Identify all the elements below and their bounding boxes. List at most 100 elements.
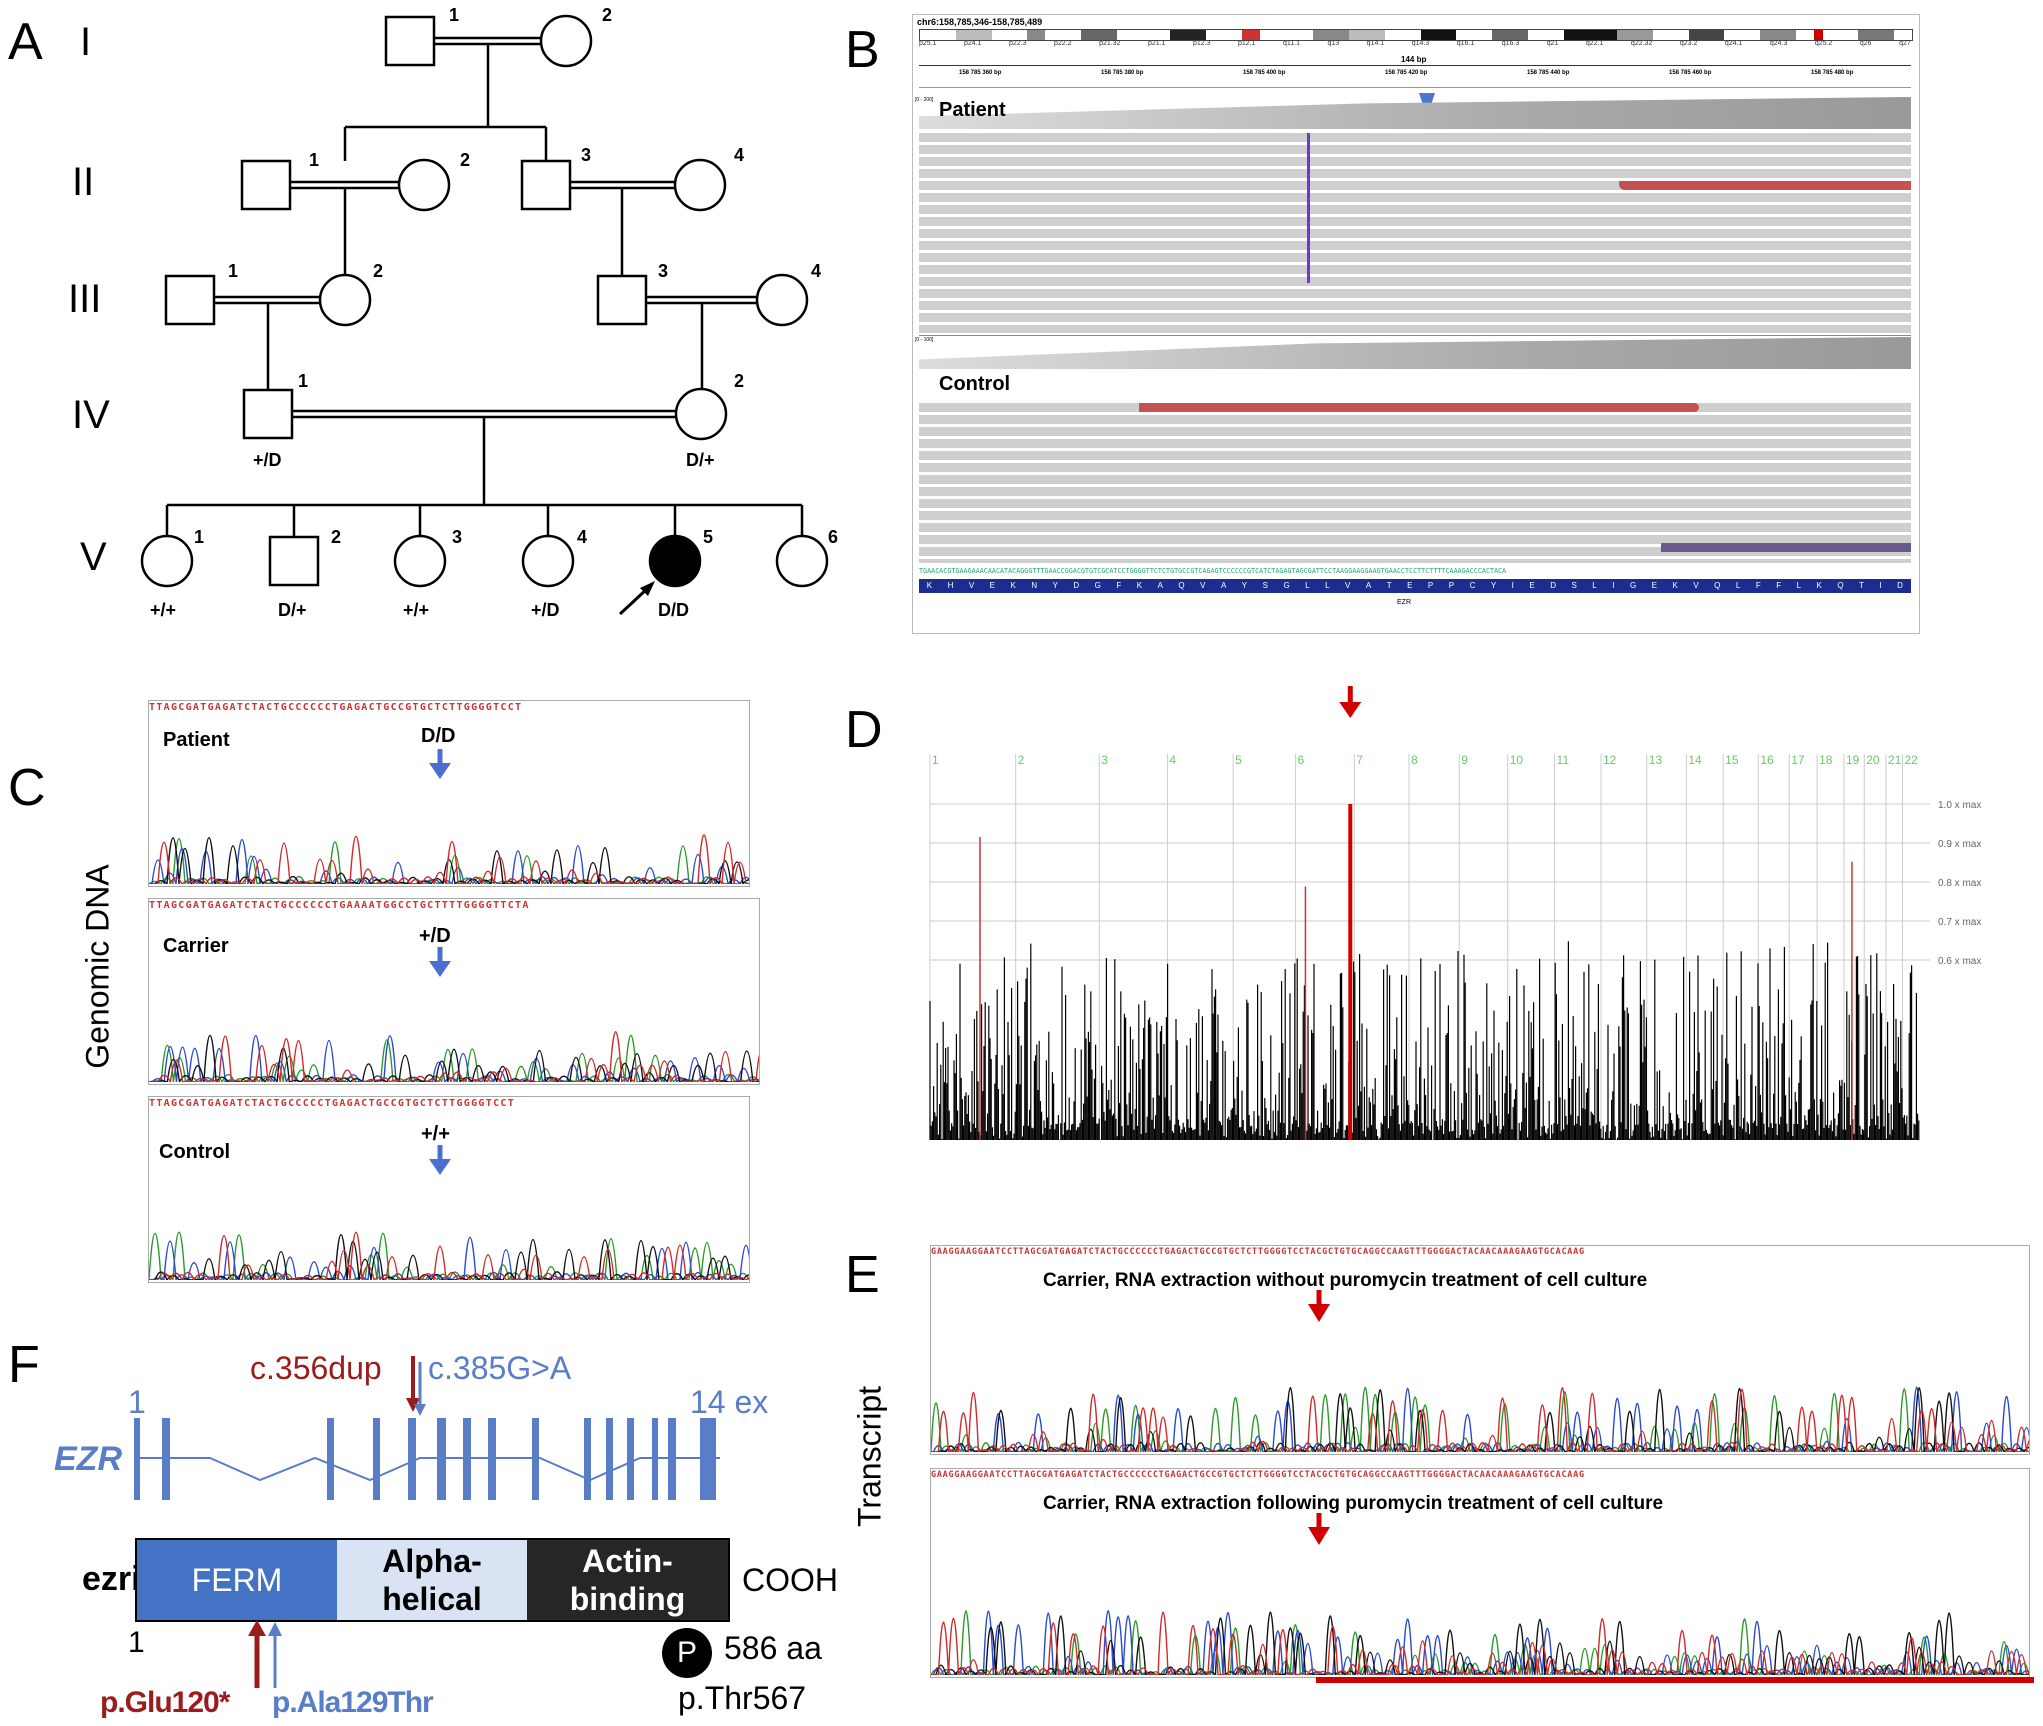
amino-acid: D <box>1550 581 1556 590</box>
band-label: q24.3 <box>1769 40 1788 47</box>
amino-acid: D <box>1897 581 1903 590</box>
band-label: q25.2 <box>1814 40 1833 47</box>
panel-letter-d: D <box>845 701 883 759</box>
amino-acid: K <box>1816 581 1822 590</box>
ind-num: 3 <box>452 527 463 547</box>
gen-label-v: V <box>80 535 107 579</box>
ind-num: 5 <box>703 527 714 547</box>
amino-acid: V <box>1345 581 1351 590</box>
chromosome-label: 1 <box>932 753 939 767</box>
chromatogram-trace <box>149 1031 759 1082</box>
band-label: p25.1 <box>919 40 937 47</box>
ind-num: 1 <box>228 261 239 281</box>
amino-acid: N <box>1031 581 1038 590</box>
chromatogram <box>931 1386 2029 1452</box>
ind-num: 2 <box>734 371 745 391</box>
ind-num: 1 <box>309 150 320 170</box>
chromatogram-trace <box>149 1233 749 1280</box>
ind-num: 2 <box>373 261 384 281</box>
trace-sequence: TTAGCGATGAGATCTACTGCCCCCCTGAAAATGGCCTGCT… <box>149 900 530 911</box>
gene-label: EZR <box>1397 599 1411 606</box>
band-label: q14.1 <box>1366 40 1385 47</box>
protein-mutation-arrows <box>248 1620 282 1688</box>
genotype-label: +/+ <box>150 600 177 620</box>
genotype-label: +/D <box>531 600 560 620</box>
peak-arrow <box>1339 686 1362 718</box>
panel-letter-a: A <box>8 13 43 71</box>
chromatogram <box>149 834 749 884</box>
amino-acid: Y <box>1241 581 1248 590</box>
panel-letter-c: C <box>8 759 46 817</box>
chromosome-label: 7 <box>1356 753 1363 767</box>
mutation-missense-label: c.385G>A <box>428 1350 572 1386</box>
protein-missense-label: p.Ala129Thr <box>272 1686 434 1719</box>
ind-num: 6 <box>828 527 839 547</box>
amino-acid: K <box>1672 581 1678 590</box>
position-tick: 158 785 360 bp <box>959 70 1002 76</box>
genotype-label: +/+ <box>403 600 430 620</box>
position-tick: 158 785 460 bp <box>1669 70 1712 76</box>
gen-label-iii: III <box>68 277 102 321</box>
exon-start-label: 1 <box>128 1384 146 1420</box>
ind-num: 2 <box>460 150 471 170</box>
amino-acid: I <box>1511 581 1514 590</box>
trace-sequence: TTAGCGATGAGATCTACTGCCCCCTGAGACTGCCGTGCTC… <box>149 1098 516 1109</box>
gen-label-i: I <box>80 20 92 64</box>
chromosome-label: 2 <box>1018 753 1025 767</box>
amino-acid: D <box>1073 581 1080 590</box>
position-tick: 158 785 380 bp <box>1101 70 1144 76</box>
amino-acid: V <box>1693 581 1699 590</box>
reads-control <box>919 403 1911 563</box>
chromosome-label: 17 <box>1791 753 1805 767</box>
trace-genotype: +/D <box>419 925 451 947</box>
chromatogram-trace <box>149 836 749 884</box>
genotype-arrow <box>429 749 451 779</box>
ind-num: 3 <box>658 261 669 281</box>
trace-sequence: TTAGCGATGAGATCTACTGCCCCCCTGAGACTGCCGTGCT… <box>149 702 523 713</box>
amino-acid: G <box>1094 581 1101 590</box>
band-label: q11.1 <box>1283 40 1301 47</box>
amino-acid: L <box>1796 581 1802 590</box>
chromatogram <box>149 1231 749 1280</box>
chromatogram-trace <box>931 1386 2029 1452</box>
ind-num: 1 <box>298 371 309 391</box>
genotype-label: +/D <box>253 450 282 470</box>
ind-num: 1 <box>449 5 460 25</box>
trace-label: Carrier <box>163 935 229 957</box>
band-label: p21.1 <box>1147 40 1166 47</box>
sanger-trace-control: TTAGCGATGAGATCTACTGCCCCCTGAGACTGCCGTGCTC… <box>148 1096 750 1283</box>
amino-acid: Q <box>1714 581 1721 590</box>
red-arrow <box>1308 1513 1330 1545</box>
band-label: q13 <box>1327 40 1340 47</box>
amino-acid: K <box>1010 581 1016 590</box>
chromosome-label: 18 <box>1819 753 1833 767</box>
protein-start-label: 1 <box>128 1626 145 1659</box>
ind-num: 2 <box>331 527 342 547</box>
band-label: q16.1 <box>1456 40 1475 47</box>
genotype-label: D/+ <box>686 450 715 470</box>
chromosome-label: 13 <box>1649 753 1663 767</box>
transcript-trace-2: GAAGGAAGGAATCCTTAGCGATGAGATCTACTGCCCCCCT… <box>930 1468 2030 1678</box>
amino-acid: T <box>1386 581 1392 590</box>
ind-num: 1 <box>194 527 205 547</box>
ind-num: 2 <box>602 5 613 25</box>
chromosome-label: 4 <box>1169 753 1176 767</box>
amino-acid: L <box>1735 581 1741 590</box>
trace-sequence: GAAGGAAGGAATCCTTAGCGATGAGATCTACTGCCCCCCT… <box>931 1247 1585 1257</box>
amino-acid: S <box>1571 581 1577 590</box>
pedigree-chart <box>140 14 829 616</box>
panel-letter-b: B <box>845 21 880 79</box>
band-label: p24.1 <box>964 40 982 47</box>
band-label: q27 <box>1899 40 1911 47</box>
genomic-dna-ylabel: Genomic DNA <box>79 864 116 1069</box>
chromatogram-trace <box>149 838 749 884</box>
amino-acid: S <box>1262 581 1268 590</box>
protein-domain-actin: Actin- binding <box>527 1538 730 1622</box>
position-tick: 158 785 400 bp <box>1243 70 1286 76</box>
chromosome-label: 3 <box>1101 753 1108 767</box>
amino-acid: F <box>1116 581 1122 590</box>
band-label: p12.3 <box>1192 40 1211 47</box>
panel-letter-f: F <box>8 1336 40 1394</box>
